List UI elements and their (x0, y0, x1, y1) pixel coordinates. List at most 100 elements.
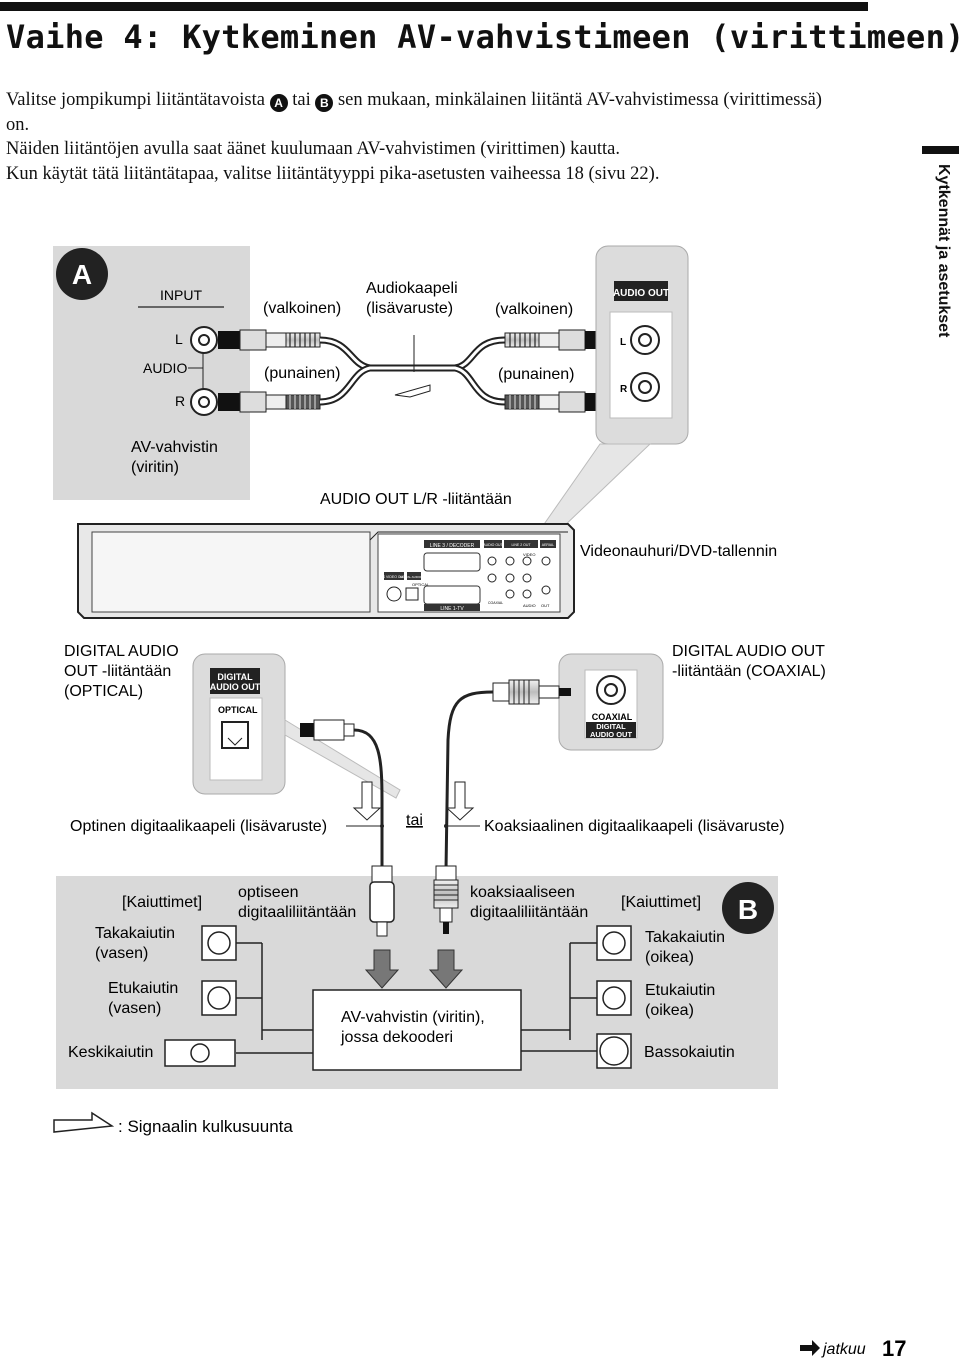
amp-l-label: L (175, 331, 183, 347)
plug-white-left (218, 329, 321, 351)
rp-dao: DIGITAL AUDIO OUT (400, 575, 429, 579)
to-optical-1: optiseen (238, 884, 299, 901)
rp-video: VIDEO (523, 552, 535, 557)
page-number: 17 (882, 1336, 906, 1360)
speakers-right-label: [Kaiuttimet] (621, 894, 701, 911)
amp-label-2: (viritin) (131, 459, 179, 476)
decoder-box (312, 989, 522, 1071)
optical-socket (221, 721, 249, 749)
panel-l-label: L (620, 337, 626, 348)
intro-line-3: Kun käytät tätä liitäntätapaa, valitse l… (6, 163, 660, 184)
top-rule (0, 2, 868, 11)
optical-label-1: DIGITAL AUDIO (64, 643, 179, 660)
section-tab-bar (922, 146, 959, 154)
rp-line2: LINE 2 OUT (511, 543, 531, 547)
front-left-2: (vasen) (108, 1000, 161, 1017)
coax-jack-3: AUDIO OUT (590, 730, 633, 739)
optical-label-3: (OPTICAL) (64, 683, 143, 700)
rp-optical: OPTICAL (412, 582, 430, 587)
optical-label-2: OUT -liitäntään (64, 663, 171, 680)
to-coax-2: digitaaliliitäntään (470, 904, 588, 921)
audio-out-lr-label: AUDIO OUT L/R -liitäntään (320, 491, 512, 508)
optical-jack-1: DIGITAL (217, 672, 253, 682)
coax-plug (492, 679, 571, 705)
decoder-label-2: jossa dekooderi (340, 1029, 453, 1046)
intro-line-2: Näiden liitäntöjen avulla saat äänet kuu… (6, 139, 620, 159)
speaker-rear-left (201, 925, 237, 961)
optical-cable-label: Optinen digitaalikaapeli (lisävaruste) (70, 818, 327, 835)
intro-text: Valitse jompikumpi liitäntätavoista A ta… (6, 88, 846, 186)
plug-red-right (504, 391, 605, 413)
to-optical-2: digitaaliliitäntään (238, 904, 356, 921)
recorder-label: Videonauhuri/DVD-tallennin (580, 543, 777, 560)
optical-plug (300, 719, 355, 741)
plug-red-left (218, 391, 321, 413)
decoder-label-1: AV-vahvistin (viritin), (341, 1009, 485, 1026)
page-title: Vaihe 4: Kytkeminen AV-vahvistimeen (vir… (6, 18, 960, 56)
cable-label-2: (lisävaruste) (366, 300, 453, 317)
marker-a-inline: A (269, 94, 288, 112)
speaker-center (164, 1039, 236, 1067)
section-tab: Kytkennät ja asetukset (912, 146, 960, 356)
cable-label-1: Audiokaapeli (366, 280, 458, 297)
optical-jack-3: OPTICAL (218, 705, 258, 715)
or-label: tai (406, 812, 423, 829)
amp-jack-l (190, 326, 218, 354)
center-label: Keskikaiutin (68, 1044, 153, 1061)
intro-line-1b: tai (292, 90, 311, 110)
speaker-rear-right (596, 925, 632, 961)
red-left-label: (punainen) (264, 365, 341, 382)
coax-label-2: -liitäntään (COAXIAL) (672, 663, 826, 680)
intro-line-1a: Valitse jompikumpi liitäntätavoista (6, 90, 265, 110)
legend-label: : Signaalin kulkusuunta (118, 1117, 293, 1136)
amp-audio-label: AUDIO (143, 360, 187, 376)
intro-line-1: Valitse jompikumpi liitäntätavoista A ta… (6, 88, 846, 137)
recorder-jack-l (630, 325, 660, 355)
optical-plug-b (369, 865, 395, 937)
rear-right-2: (oikea) (645, 949, 694, 966)
rp-svideo: S VIDEO OUT (383, 575, 406, 579)
rp-out: OUT (541, 603, 550, 608)
front-left-1: Etukaiutin (108, 980, 178, 997)
coax-plug-b (433, 865, 459, 934)
intro-line-1c: sen mukaan, minkälainen liitäntä AV-vahv… (6, 90, 822, 135)
rear-left-1: Takakaiutin (95, 925, 175, 942)
rp-line3: LINE 3 / DECODER (430, 543, 475, 549)
panel-r-label: R (620, 384, 628, 395)
continue-arrow-icon (800, 1340, 820, 1356)
rear-left-2: (vasen) (95, 945, 148, 962)
subwoofer-label: Bassokaiutin (644, 1044, 735, 1061)
input-label: INPUT (160, 287, 202, 303)
red-right-label: (punainen) (498, 366, 575, 383)
optical-jack-2: AUDIO OUT (210, 682, 261, 692)
amp-r-label: R (175, 393, 185, 409)
audio-out-panel-label: AUDIO OUT (613, 288, 669, 299)
signal-arrow-a (394, 384, 431, 398)
rp-audio: AUDIO (523, 603, 536, 608)
legend-arrow (53, 1111, 115, 1133)
recorder-jack-r (630, 372, 660, 402)
speakers-left-label: [Kaiuttimet] (122, 894, 202, 911)
rp-audioout: AUDIO OUT (483, 543, 503, 547)
plug-white-right (504, 329, 605, 351)
front-right-2: (oikea) (645, 1002, 694, 1019)
marker-a-text: A (72, 259, 92, 290)
front-right-1: Etukaiutin (645, 982, 715, 999)
marker-b-inline: B (315, 94, 334, 112)
rp-coaxial: COAXIAL (488, 601, 503, 605)
marker-a (56, 248, 108, 300)
rp-line1: LINE 1-TV (440, 606, 464, 612)
speaker-front-right (596, 980, 632, 1016)
coax-jack-1: COAXIAL (592, 712, 633, 722)
coax-jack-2: DIGITAL (596, 722, 626, 731)
amp-jack-r (190, 388, 218, 416)
rp-aerial: AERIAL (542, 543, 555, 547)
marker-b (722, 882, 774, 934)
white-right-label: (valkoinen) (495, 301, 573, 318)
rear-right-1: Takakaiutin (645, 929, 725, 946)
speaker-front-left (201, 980, 237, 1016)
callout-pointer (539, 443, 652, 531)
speaker-subwoofer (596, 1033, 632, 1069)
coax-cable-label: Koaksiaalinen digitaalikaapeli (lisävaru… (484, 818, 785, 835)
